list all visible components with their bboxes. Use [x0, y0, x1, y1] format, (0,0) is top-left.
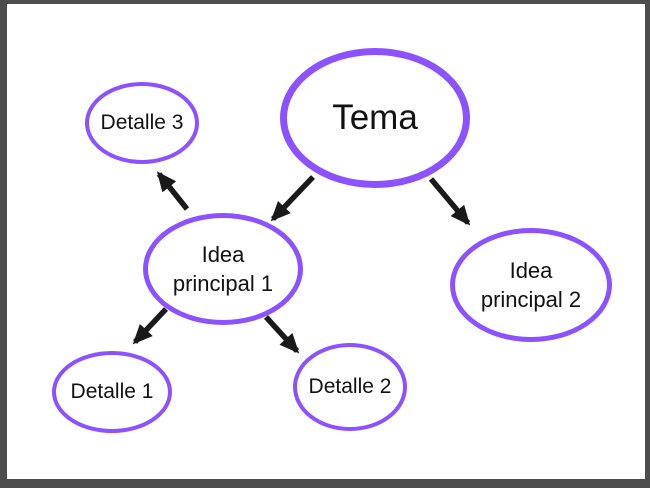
- node-detalle-2-label: Detalle 2: [308, 375, 392, 399]
- node-idea-principal-2: Idea principal 2: [450, 228, 612, 342]
- node-idea-principal-1: Idea principal 1: [143, 213, 303, 325]
- node-idea-principal-2-label: Idea principal 2: [480, 257, 582, 312]
- node-tema: Tema: [280, 48, 470, 188]
- node-detalle-2: Detalle 2: [293, 343, 407, 431]
- node-detalle-1: Detalle 1: [52, 351, 172, 433]
- node-detalle-3: Detalle 3: [85, 82, 199, 164]
- node-idea-principal-1-label: Idea principal 1: [172, 241, 274, 296]
- node-detalle-1-label: Detalle 1: [70, 380, 154, 404]
- node-detalle-3-label: Detalle 3: [100, 111, 184, 135]
- node-tema-label: Tema: [332, 97, 418, 137]
